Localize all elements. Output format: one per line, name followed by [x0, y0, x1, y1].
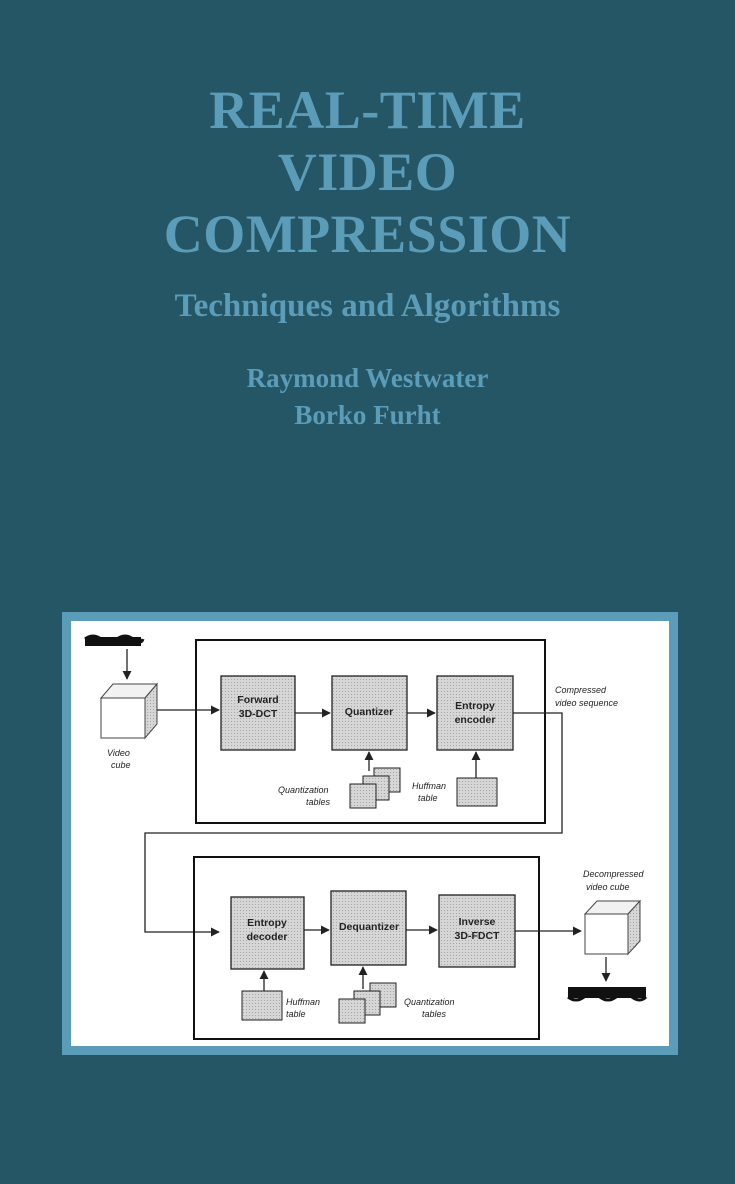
- decompressed-cube: [583, 899, 642, 956]
- title-line-3: COMPRESSION: [163, 204, 572, 264]
- forward-dct-label-1: Forward: [237, 694, 278, 706]
- encoder-group: [195, 639, 546, 824]
- decompressed-label-1: Decompressed: [583, 869, 645, 879]
- encoder-huffman-table: [456, 777, 498, 807]
- dequantizer-block: [330, 890, 407, 966]
- encoder-huffman-label-2: table: [418, 793, 438, 803]
- entropy-encoder-label-1: Entropy: [455, 700, 495, 712]
- output-video-scribble-edge: [567, 992, 648, 1002]
- entropy-decoder-label-1: Entropy: [247, 917, 287, 929]
- connector-line: [144, 712, 563, 937]
- output-video-scribble: [568, 987, 646, 998]
- subtitle: Techniques and Algorithms: [174, 288, 561, 324]
- video-cube-label-2: cube: [111, 760, 131, 770]
- title-line-2: VIDEO: [277, 142, 458, 202]
- entropy-decoder-label-2: decoder: [247, 931, 288, 943]
- diagram-svg: Video cube Forward 3D-DCT Quantizer Entr…: [84, 634, 648, 1040]
- video-cube-label-1: Video: [107, 748, 130, 758]
- compressed-label-1: Compressed: [555, 685, 607, 695]
- title-line-1: REAL-TIME: [209, 80, 526, 140]
- decoder-quant-label-1: Quantization: [404, 997, 455, 1007]
- inverse-fdct-label-1: Inverse: [459, 916, 496, 928]
- decoder-huffman-table: [241, 990, 283, 1021]
- decoder-quant-label-2: tables: [422, 1009, 447, 1019]
- entropy-encoder-block: [436, 675, 514, 751]
- input-video-scribble-edge: [84, 634, 145, 644]
- encoder-huffman-label-1: Huffman: [412, 781, 446, 791]
- entropy-decoder-block: [230, 896, 305, 970]
- compressed-label-2: video sequence: [555, 698, 618, 708]
- author-1: Raymond Westwater: [246, 363, 489, 393]
- video-cube: [99, 682, 159, 740]
- author-2: Borko Furht: [294, 400, 441, 430]
- inverse-fdct-label-2: 3D-FDCT: [455, 930, 500, 942]
- decompressed-label-2: video cube: [586, 882, 630, 892]
- decoder-huffman-label-1: Huffman: [286, 997, 320, 1007]
- forward-dct-label-2: 3D-DCT: [239, 708, 278, 720]
- encoder-quant-label-2: tables: [306, 797, 331, 807]
- entropy-encoder-label-2: encoder: [455, 714, 496, 726]
- forward-dct-block: [220, 675, 296, 751]
- dequantizer-label: Dequantizer: [339, 921, 399, 933]
- block-diagram: Video cube Forward 3D-DCT Quantizer Entr…: [71, 621, 669, 1046]
- encoder-quant-tables: [349, 783, 377, 809]
- decoder-huffman-label-2: table: [286, 1009, 306, 1019]
- quantizer-label: Quantizer: [345, 706, 393, 718]
- encoder-quant-label-1: Quantization: [278, 785, 329, 795]
- decoder-quant-tables: [338, 998, 366, 1024]
- decoder-group: [193, 856, 540, 1040]
